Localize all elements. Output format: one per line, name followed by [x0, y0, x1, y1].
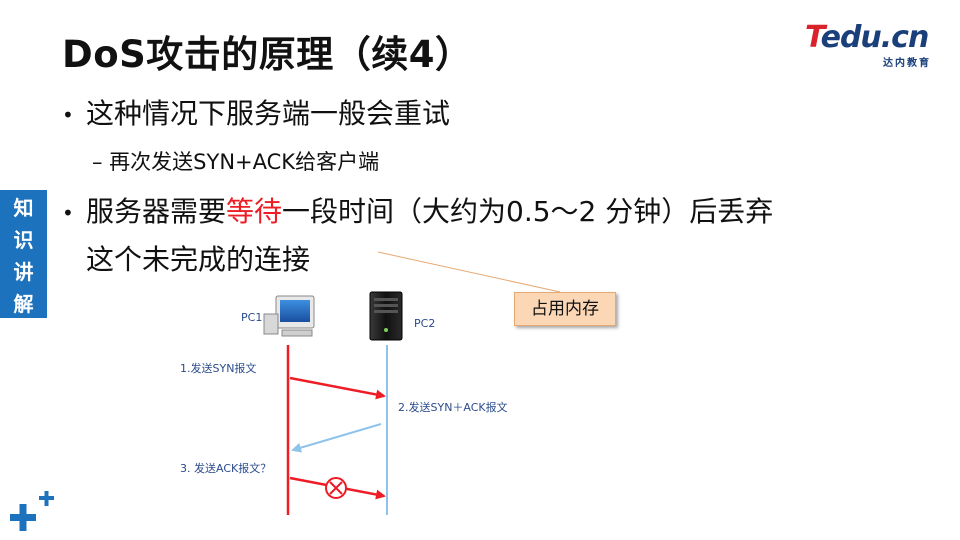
syn-arrow	[289, 376, 386, 400]
side-tab-knowledge: 知 识 讲 解	[0, 190, 47, 318]
blocked-icon	[325, 477, 347, 499]
side-tab-char: 解	[13, 292, 34, 316]
bullet-wait-line2: 这个未完成的连接	[86, 243, 311, 276]
logo-letter-t: T	[805, 20, 822, 55]
bullet-retry: • 这种情况下服务端一般会重试	[62, 92, 450, 132]
sub-bullet-resend: – 再次发送SYN+ACK给客户端	[92, 150, 380, 174]
side-tab-char: 知	[13, 196, 34, 220]
pc1-computer-icon	[263, 295, 315, 337]
bullet-retry-text: 这种情况下服务端一般会重试	[86, 97, 451, 130]
bullet-wait-highlight: 等待	[226, 195, 283, 228]
logo-wordmark: Tedu.cn	[805, 20, 935, 55]
bullet-dot: •	[62, 201, 74, 225]
side-tab-char: 识	[13, 228, 34, 252]
pc2-server-icon	[369, 291, 403, 341]
logo-subtitle: 达内教育	[883, 58, 931, 69]
tedu-logo: Tedu.cn 达内教育	[805, 20, 935, 70]
bullet-wait: • 服务器需要等待一段时间（大约为0.5～2 分钟）后丢弃	[62, 192, 773, 233]
bullet-dot: •	[62, 103, 74, 127]
syn-ack-arrow	[291, 423, 382, 453]
memory-callout: 占用内存	[514, 292, 616, 326]
step2-label: 2.发送SYN＋ACK报文	[398, 400, 508, 414]
bullet-wait-pre: 服务器需要	[86, 195, 227, 228]
step1-label: 1.发送SYN报文	[180, 361, 256, 375]
step3-label: 3. 发送ACK报文？	[180, 461, 271, 475]
callout-leader-line	[377, 251, 561, 293]
side-tab-char: 讲	[13, 260, 34, 284]
plus-decoration-icon	[10, 491, 54, 531]
pc2-label: PC2	[414, 317, 435, 330]
bullet-wait-post: 一段时间（大约为0.5～2 分钟）后丢弃	[282, 195, 774, 228]
logo-wordmark-rest: edu.cn	[820, 20, 930, 55]
page-title: DoS攻击的原理（续4）	[62, 33, 473, 76]
pc1-label: PC1	[241, 311, 262, 324]
